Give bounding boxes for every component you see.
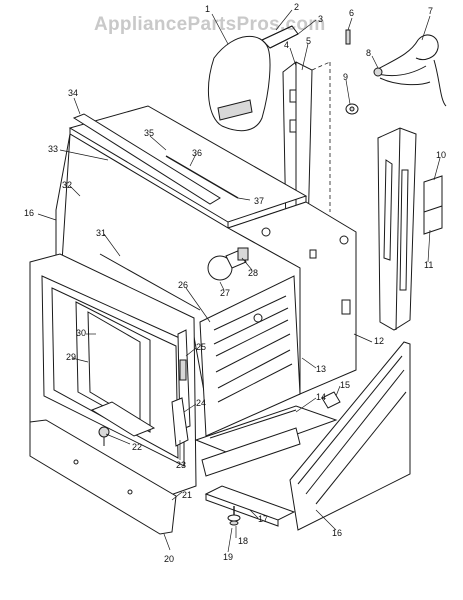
part-17-toe-rail: [204, 485, 296, 527]
part-16-lower-skirt: [289, 341, 411, 531]
part-3-panel: [208, 25, 299, 132]
part-18-19-leveling-foot: [227, 506, 241, 526]
callout-25: 25: [196, 342, 206, 352]
part-9-grommet: [345, 103, 359, 115]
callout-21: 21: [182, 490, 192, 500]
callout-36: 36: [192, 148, 202, 158]
part-22-23-lower: [90, 401, 156, 446]
callout-23: 23: [176, 460, 186, 470]
part-10-11-brackets: [423, 175, 443, 235]
callout-9: 9: [343, 72, 348, 82]
callout-20: 20: [164, 554, 174, 564]
callout-24: 24: [196, 398, 206, 408]
callout-7: 7: [428, 6, 433, 16]
callout-labels: 1 2 3 4 5 6 7 8 9 10 11 12 13 14 15 16 1…: [24, 2, 446, 564]
callout-18: 18: [238, 536, 248, 546]
part-27-28-light: [207, 247, 249, 281]
callout-32: 32: [62, 180, 72, 190]
callout-13: 13: [316, 364, 326, 374]
callout-37: 37: [254, 196, 264, 206]
callout-31: 31: [96, 228, 106, 238]
part-36-rod: [165, 155, 239, 199]
callout-1: 1: [205, 4, 210, 14]
part-24-bracket: [171, 397, 189, 447]
callout-12: 12: [374, 336, 384, 346]
part-13-rail: [201, 427, 301, 477]
callout-29: 29: [66, 352, 76, 362]
callout-17: 17: [258, 514, 268, 524]
callout-33: 33: [48, 144, 58, 154]
part-12-side-rail: [377, 127, 417, 331]
callout-14: 14: [316, 392, 326, 402]
leader-lines: [37, 9, 441, 553]
callout-3: 3: [318, 14, 323, 24]
callout-11: 11: [424, 260, 433, 270]
callout-2: 2: [294, 2, 299, 12]
callout-4: 4: [284, 40, 289, 50]
callout-16b: 16: [332, 528, 342, 538]
callout-15: 15: [340, 380, 350, 390]
callout-8: 8: [366, 48, 371, 58]
callout-10: 10: [436, 150, 446, 160]
callout-30: 30: [76, 328, 86, 338]
callout-26: 26: [178, 280, 188, 290]
callout-5: 5: [306, 36, 311, 46]
part-20-kick-plate: [29, 419, 177, 535]
part-6-pin: [345, 29, 351, 45]
part-14-floor-plate: [194, 405, 338, 457]
watermark-text: AppliancePartsPros.com: [94, 14, 326, 35]
callout-16: 16: [24, 208, 34, 218]
part-15-switch: [321, 391, 341, 409]
part-26-right-wall: [199, 275, 301, 437]
part-7-8-wire-harness: [373, 34, 447, 107]
callout-28: 28: [248, 268, 258, 278]
part-34-front-rail: [72, 113, 221, 205]
callout-22: 22: [132, 442, 142, 452]
callout-35: 35: [144, 128, 154, 138]
callout-6: 6: [349, 8, 354, 18]
callout-34: 34: [68, 88, 78, 98]
callout-19: 19: [223, 552, 233, 562]
callout-27: 27: [220, 288, 230, 298]
